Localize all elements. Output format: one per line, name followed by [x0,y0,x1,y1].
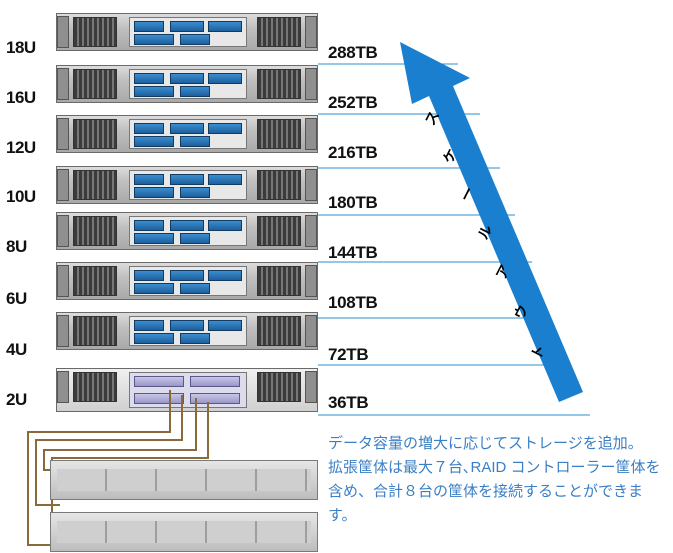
expansion-shelf [50,460,318,500]
expansion-unit [56,212,318,250]
expansion-unit [56,312,318,350]
expansion-unit [56,262,318,300]
unit-label: 18U [6,38,36,57]
expansion-unit [56,65,318,103]
description: データ容量の増大に応じてストレージを追加。 拡張筐体は最大７台､RAID コント… [328,432,668,528]
capacity-label: 108TB [328,293,378,312]
capacity-label: 36TB [328,393,369,412]
unit-label: 4U [6,340,27,359]
expansion-unit [56,115,318,153]
capacity-label: 144TB [328,243,378,262]
capacity-label: 252TB [328,93,378,112]
expansion-unit [56,13,318,51]
description-line-2: 拡張筐体は最大７台､RAID コントローラー筐体を含め、合計８台の筐体を接続する… [328,459,661,524]
arrow-shape [400,42,583,402]
raid-controller-unit [56,368,318,412]
unit-label: 12U [6,138,36,157]
description-line-1: データ容量の増大に応じてストレージを追加。 [328,435,643,452]
expansion-shelf [50,512,318,552]
unit-label: 16U [6,88,36,107]
capacity-label: 72TB [328,345,369,364]
unit-label: 6U [6,289,27,308]
capacity-label: 180TB [328,193,378,212]
capacity-label: 216TB [328,143,378,162]
unit-label: 2U [6,390,27,409]
unit-label: 10U [6,187,36,206]
capacity-label: 288TB [328,43,378,62]
unit-label: 8U [6,237,27,256]
expansion-unit [56,166,318,204]
